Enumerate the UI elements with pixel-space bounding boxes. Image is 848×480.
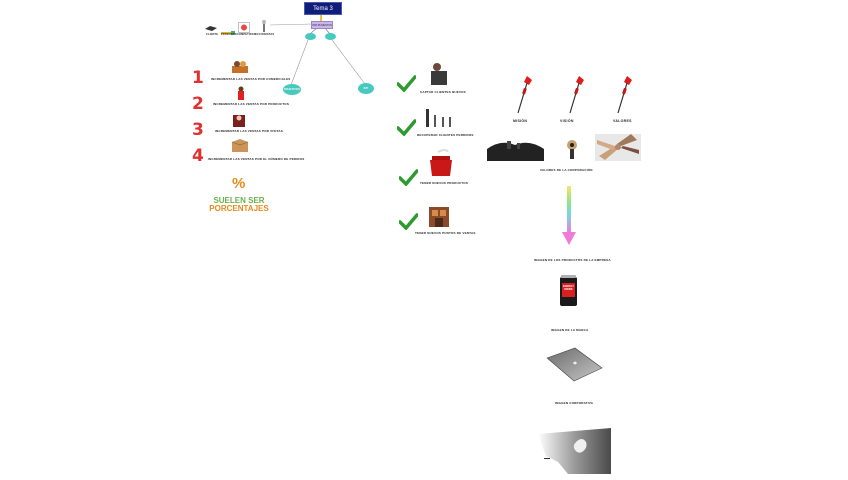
label-cliente: CLIENTE (206, 33, 219, 36)
label-accionistas: ACCIONISTAS (255, 33, 275, 36)
imagen-marca-label: IMAGEN DE LA MARCA (551, 328, 589, 332)
corporate-image (538, 428, 612, 475)
objective-number-1: 1 (192, 68, 204, 88)
icon-accionistas (260, 19, 268, 32)
icon-competidor (238, 20, 250, 33)
oval-objetivos: OBJETIVOS (283, 84, 301, 95)
suelen-line2: PORCENTAJES (209, 204, 269, 213)
checkmark-icon (399, 169, 418, 186)
label-competidor: COMPETIDOR (237, 33, 256, 36)
energy-drink-can: ENERGY DRINK (559, 275, 578, 307)
objective-number-4: 4 (192, 146, 204, 166)
imagen-corporativa-label: IMAGEN CORPORATIVA (555, 401, 594, 405)
photo-mision (487, 135, 544, 161)
check-text-2: RECUPERAR CLIENTES PERDIDOS (417, 133, 474, 137)
oval-kpi: KPI (358, 83, 374, 94)
objective-image-4 (230, 137, 250, 154)
suelen-ser-porcentajes: SUELEN SER PORCENTAJES (209, 197, 269, 213)
objective-image-2 (235, 86, 247, 101)
tablet-image (545, 346, 603, 382)
check-text-1: CAPTAR CLIENTES NUEVOS (420, 90, 466, 94)
imagen-productos-label: IMAGEN DE LOS PRODUCTOS DE LA EMPRESA (534, 258, 611, 262)
objective-image-3 (231, 113, 247, 128)
icon-cliente (205, 20, 217, 31)
dart-label-mision: MISIÓN (513, 119, 528, 123)
objective-text-4: INCREMENTAR LAS VENTAS POR EL NÚMERO DE … (208, 157, 305, 161)
check-image-2 (420, 107, 454, 129)
objective-text-3: INCREMENTAR LAS VENTAS POR VISITAS (215, 129, 283, 133)
checkmark-icon (397, 119, 416, 136)
small-oval-right (325, 33, 336, 40)
objective-text-1: INCREMENTAR LAS VENTAS POR COMERCIALES (211, 77, 291, 81)
dart-label-valores: VALORES (613, 119, 632, 123)
photo-vision (562, 135, 582, 161)
check-text-4: TENER NUEVOS PUNTOS DE VENTAS (415, 231, 476, 235)
check-image-3 (426, 148, 454, 178)
suelen-line1: SUELEN SER (213, 196, 265, 205)
oval-objetivos-label: OBJETIVOS (283, 88, 301, 91)
objective-image-1 (231, 60, 249, 74)
dart-icon (569, 76, 584, 114)
photo-valores (595, 134, 641, 161)
percent-symbol: % (232, 175, 246, 192)
center-node: INSTRUMENTOS (311, 21, 333, 29)
small-oval-left (305, 33, 316, 40)
checkmark-icon (399, 213, 418, 230)
icon-producto (221, 23, 235, 35)
check-image-4 (428, 206, 450, 228)
check-image-1 (426, 61, 452, 86)
oval-kpi-label: KPI (363, 87, 369, 90)
can-text: ENERGY DRINK (563, 285, 574, 291)
objective-number-2: 2 (192, 94, 204, 114)
title-box: Tema 3 (304, 2, 342, 15)
check-text-3: TENER NUEVOS PRODUCTOS (420, 181, 469, 185)
dart-icon (517, 76, 532, 114)
dart-label-vision: VISIÓN (560, 119, 574, 123)
objective-number-3: 3 (192, 120, 204, 140)
label-producto: PRODUCTO (221, 33, 237, 36)
checkmark-icon (397, 75, 416, 92)
down-arrow-icon (562, 186, 576, 245)
objective-text-2: INCREMENTAR LAS VENTAS POR PRODUCTOS (213, 102, 290, 106)
valores-corporacion-label: VALORES DE LA CORPORACIÓN (540, 168, 593, 172)
dart-icon (617, 76, 632, 114)
